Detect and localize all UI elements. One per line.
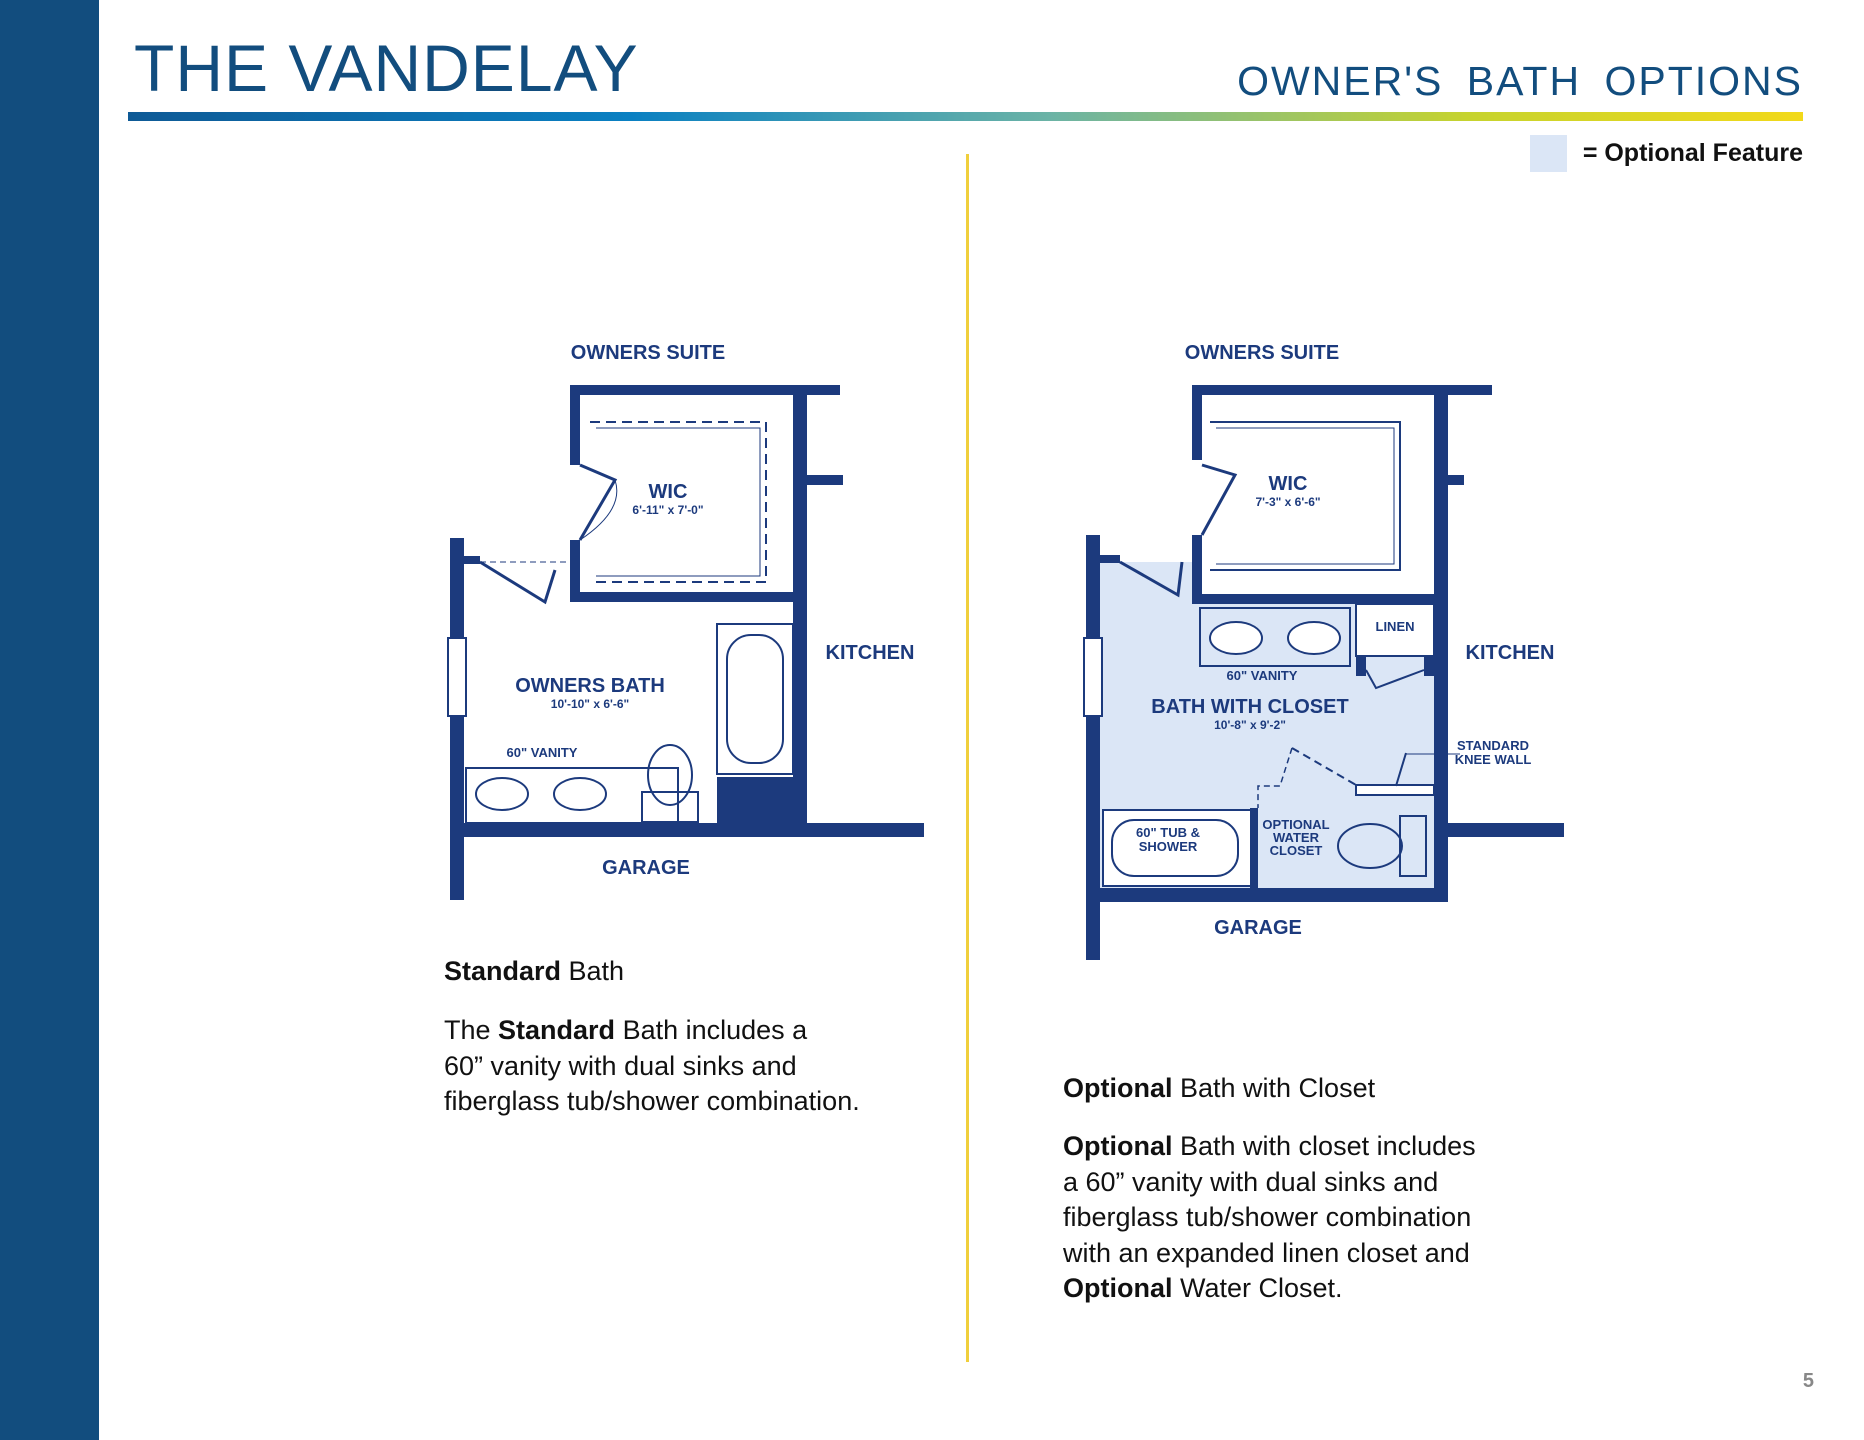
garage-label: GARAGE [602,857,690,879]
legend: = Optional Feature [1529,133,1803,173]
vanity-label: 60" VANITY [1227,668,1298,683]
wc-label-2: WATER [1273,830,1320,845]
knee-wall-label-2: KNEE WALL [1455,752,1532,767]
page-number: 5 [1802,1370,1814,1392]
legend-swatch [1529,134,1567,172]
standard-heading-bold: Standard [444,956,562,986]
optional-desc-line4: with an expanded linen closet and [1063,1237,1470,1268]
bath-with-closet-label: BATH WITH CLOSET [1151,696,1348,718]
wic-dims: 7'-3" x 6'-6" [1255,495,1320,509]
legend-label: = Optional Feature [1582,138,1803,167]
optional-desc-post: Bath with closet includes [1172,1131,1476,1161]
optional-floor-plan: OWNERS SUITE WIC 7'-3" x 6'-6" LINEN 60"… [1070,330,1590,970]
tub-label-1: 60" TUB & [1136,825,1200,840]
optional-heading-rest: Bath with Closet [1172,1073,1376,1103]
column-divider [966,154,969,1362]
bath-with-closet-dims: 10'-8" x 9'-2" [1214,718,1286,732]
optional-heading: Optional Bath with Closet [1063,1070,1375,1106]
standard-heading-rest: Bath [561,956,625,986]
standard-heading: Standard Bath [444,953,624,989]
linen-label: LINEN [1376,619,1415,634]
gradient-rule [128,112,1803,121]
knee-wall-label-1: STANDARD [1457,738,1529,753]
optional-desc-bold: Optional [1063,1131,1173,1161]
optional-desc-line5-post: Water Closet. [1172,1273,1343,1303]
wic-dims: 6'-11" x 7'-0" [632,503,703,517]
page-title: THE VANDELAY [134,31,639,105]
owners-suite-label: OWNERS SUITE [571,342,725,364]
owners-bath-dims: 10'-10" x 6'-6" [551,697,629,711]
wc-label-3: CLOSET [1270,843,1323,858]
tub-label-2: SHOWER [1139,839,1198,854]
standard-desc-line3: fiberglass tub/shower combination. [444,1086,860,1116]
optional-description: Optional Bath with closet includes a 60”… [1063,1129,1476,1307]
optional-desc-line3: fiberglass tub/shower combination [1063,1202,1472,1232]
optional-heading-bold: Optional [1063,1073,1173,1103]
owners-bath-label: OWNERS BATH [515,675,665,697]
page-subtitle: OWNER'S BATH OPTIONS [1237,58,1803,104]
standard-desc-bold: Standard [498,1015,616,1045]
optional-desc-line5-bold: Optional [1063,1273,1173,1303]
standard-desc-pre: The [444,1015,499,1045]
standard-desc-line2: 60” vanity with dual sinks and [444,1050,797,1081]
standard-floor-plan: OWNERS SUITE WIC 6'-11" x 7'-0" KITCHEN … [440,330,940,910]
kitchen-label: KITCHEN [826,642,915,664]
sidebar-band [0,0,99,1440]
wic-label: WIC [649,481,688,503]
standard-description: The Standard Bath includes a 60” vanity … [444,1013,860,1120]
wc-label-1: OPTIONAL [1262,817,1329,832]
garage-label: GARAGE [1214,917,1302,939]
optional-desc-line2: a 60” vanity with dual sinks and [1063,1166,1439,1197]
kitchen-label: KITCHEN [1466,642,1555,664]
wic-label: WIC [1269,473,1308,495]
vanity-label: 60" VANITY [507,745,578,760]
owners-suite-label: OWNERS SUITE [1185,342,1339,364]
standard-desc-post: Bath includes a [615,1015,808,1045]
